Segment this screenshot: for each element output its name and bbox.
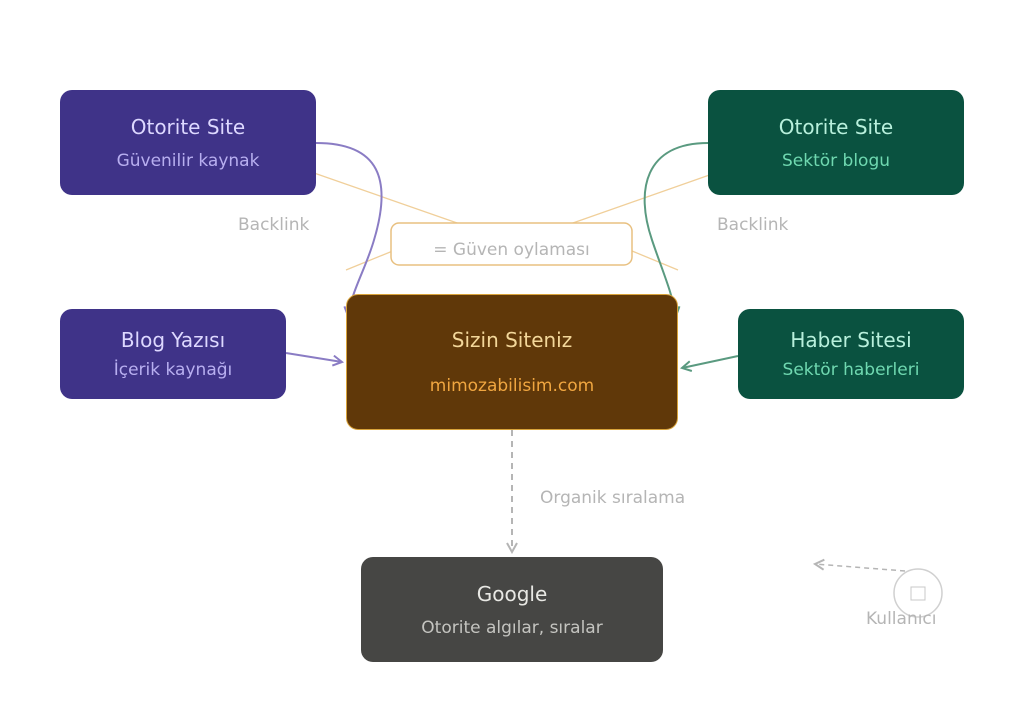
backlink-arrow-left (315, 142, 383, 316)
authority-site-right: Otorite Site Sektör blogu (708, 90, 964, 195)
node-subtitle: Otorite algılar, sıralar (421, 617, 603, 638)
blog-post-node: Blog Yazısı İçerik kaynağı (60, 309, 286, 399)
node-title: Sizin Siteniz (451, 328, 573, 352)
organic-ranking-label: Organik sıralama (540, 488, 686, 508)
vote-line-right-top (569, 165, 736, 225)
backlink-label-right: Backlink (717, 215, 789, 235)
news-arrow (682, 355, 739, 368)
site-url: mimozabilisim.com (429, 376, 595, 396)
trust-vote-box (390, 222, 633, 266)
node-title: Otorite Site (130, 114, 246, 139)
user-icon (893, 568, 943, 618)
user-label: Kullanıcı (866, 609, 937, 629)
node-title: Blog Yazısı (120, 328, 226, 352)
user-arrow (815, 564, 906, 572)
google-node: Google Otorite algılar, sıralar (361, 557, 663, 662)
user-glyph (910, 586, 926, 601)
node-title: Otorite Site (778, 114, 894, 139)
your-site-node: Sizin Siteniz mimozabilisim.com (346, 294, 678, 430)
backlink-arrow-right (643, 142, 709, 316)
node-title: Google (476, 581, 548, 606)
authority-site-left: Otorite Site Güvenilir kaynak (60, 90, 316, 195)
node-subtitle: Sektör blogu (781, 150, 891, 171)
backlink-label-left: Backlink (238, 215, 310, 235)
node-subtitle: Güvenilir kaynak (116, 150, 260, 171)
trust-vote-label: = Güven oylaması (433, 240, 590, 260)
node-subtitle: İçerik kaynağı (113, 360, 233, 380)
news-site-node: Haber Sitesi Sektör haberleri (738, 309, 964, 399)
blog-arrow (285, 352, 342, 362)
node-title: Haber Sitesi (790, 328, 912, 352)
node-subtitle: Sektör haberleri (782, 360, 920, 380)
vote-line-left-top (293, 165, 461, 225)
